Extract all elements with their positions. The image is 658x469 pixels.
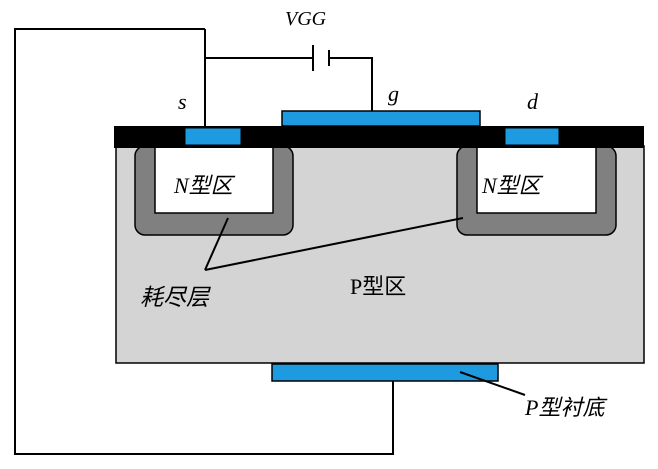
vgg-battery-symbol: [312, 45, 330, 71]
drain-electrode: [504, 127, 560, 146]
drain-label: d: [527, 89, 539, 114]
source-label: s: [178, 89, 187, 114]
circuit-wires: [14, 28, 394, 455]
n-region-right-label: N型区: [481, 173, 544, 198]
vgg-label: VGG: [285, 8, 327, 30]
depletion-leader-lines: [204, 217, 464, 271]
n-region-left-label: N型区: [173, 173, 236, 198]
p-substrate-label: P型衬底: [524, 395, 608, 420]
gate-wire: [329, 57, 373, 111]
gate-label: g: [388, 81, 399, 106]
gate-electrode: [281, 110, 481, 127]
source-electrode: [184, 127, 242, 146]
depletion-layer-label: 耗尽层: [140, 285, 211, 310]
n-region-right: [476, 145, 597, 214]
substrate-leader-line: [459, 371, 526, 396]
p-region-label: P型区: [350, 274, 406, 299]
substrate-electrode: [271, 363, 499, 382]
substrate-loop-wire: [14, 28, 394, 455]
